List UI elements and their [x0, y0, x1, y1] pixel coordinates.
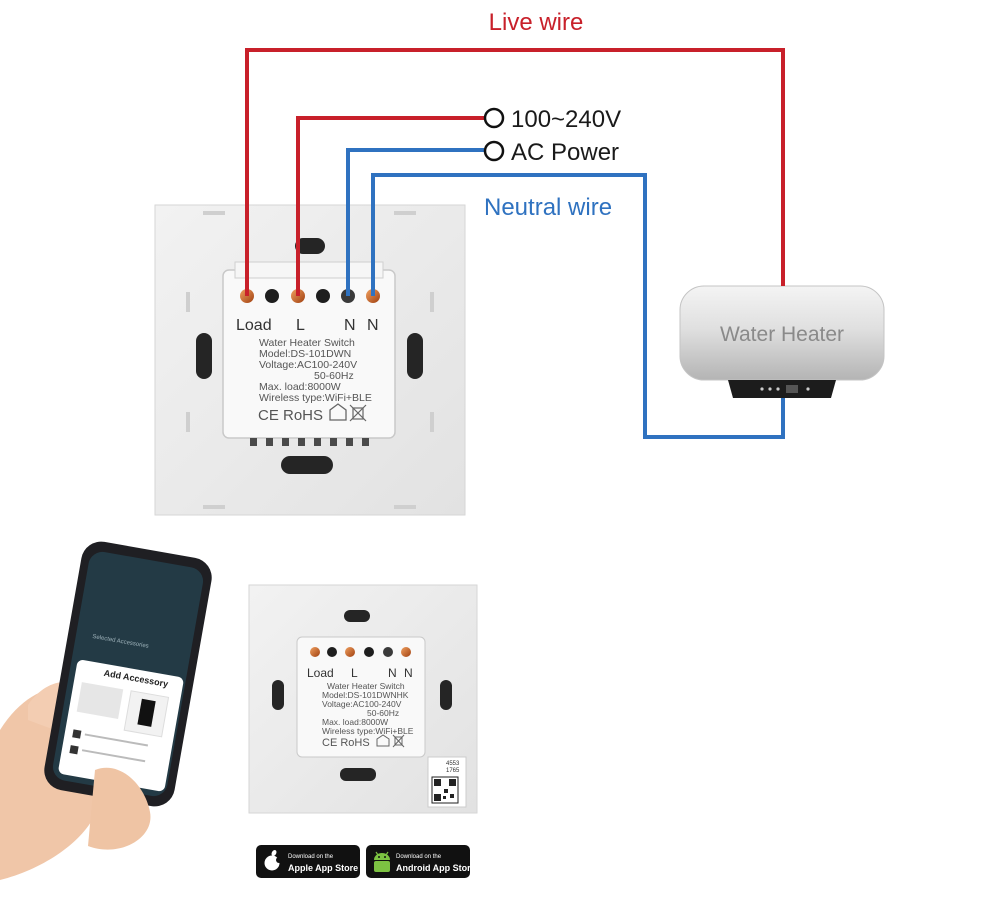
power-terminal-live [483, 107, 505, 129]
ac-power-label: AC Power [511, 139, 619, 166]
spec-line-4: 50-60Hz [314, 370, 354, 382]
small-terminal-load-label: Load [307, 666, 334, 680]
qr-code-line-1: 4553 [446, 761, 460, 767]
spec-line-5: Max. load:8000W [259, 381, 341, 393]
water-heater: Water Heater [679, 285, 885, 398]
home-icon [329, 403, 347, 421]
live-wire-supply [296, 116, 484, 296]
small-cert-marks: CE RoHS [322, 737, 370, 749]
hand-thumb [88, 767, 151, 850]
water-heater-label: Water Heater [720, 323, 844, 346]
small-home-icon [376, 734, 390, 747]
small-spec-line-5: Max. load:8000W [322, 717, 388, 727]
main-switch-panel: Load L N N Water Heater Switch Model:DS-… [154, 204, 466, 516]
smartphone: Selected Accessories Add Accessory [44, 541, 212, 807]
small-spec-line-3: Voltage:AC100-240V [322, 699, 402, 709]
small-terminal-l-label: L [351, 666, 358, 680]
cert-marks: CE RoHS [258, 407, 323, 424]
small-weee-bin-icon [392, 734, 405, 748]
spec-line-6: Wireless type:WiFi+BLE [259, 392, 372, 404]
voltage-label: 100~240V [511, 106, 621, 133]
android-badge-small-text: Download on the [396, 854, 442, 860]
apple-icon [264, 850, 282, 871]
small-terminal-n1-label: N [388, 666, 397, 680]
terminal-l-label: L [296, 317, 305, 334]
live-wire-load-to-heater [245, 48, 785, 296]
neutral-wire-to-heater [371, 173, 785, 439]
neutral-wire-supply [346, 148, 484, 296]
small-terminal-n2-label: N [404, 666, 413, 680]
spec-line-3: Voltage:AC100-240V [259, 359, 357, 371]
apple-app-store-badge[interactable]: Download on the Apple App Store [256, 845, 360, 878]
terminal-n1-label: N [344, 317, 356, 334]
spec-line-1: Water Heater Switch [259, 337, 355, 349]
qr-code-line-2: 1765 [446, 768, 460, 774]
apple-badge-small-text: Download on the [288, 854, 334, 860]
neutral-wire-label: Neutral wire [484, 194, 612, 221]
spec-line-2: Model:DS-101DWN [259, 348, 351, 360]
terminal-n2-label: N [367, 317, 379, 334]
small-spec-line-1: Water Heater Switch [327, 681, 405, 691]
power-terminal-neutral [483, 140, 505, 162]
weee-bin-icon [349, 404, 367, 422]
qr-code [431, 776, 459, 804]
android-app-store-badge[interactable]: Download on the Android App Store [366, 845, 476, 878]
terminal-load-label: Load [236, 317, 272, 334]
apple-badge-big-text: Apple App Store [288, 863, 358, 873]
small-spec-line-2: Model:DS-101DWNHK [322, 690, 409, 700]
small-spec-line-4: 50-60Hz [367, 708, 399, 718]
live-wire-label: Live wire [489, 9, 584, 36]
android-icon [374, 851, 390, 872]
small-switch-panel: Load L N N Water Heater Switch Model:DS-… [248, 584, 478, 814]
android-badge-big-text: Android App Store [396, 863, 476, 873]
small-spec-line-6: Wireless type:WiFi+BLE [322, 726, 414, 736]
